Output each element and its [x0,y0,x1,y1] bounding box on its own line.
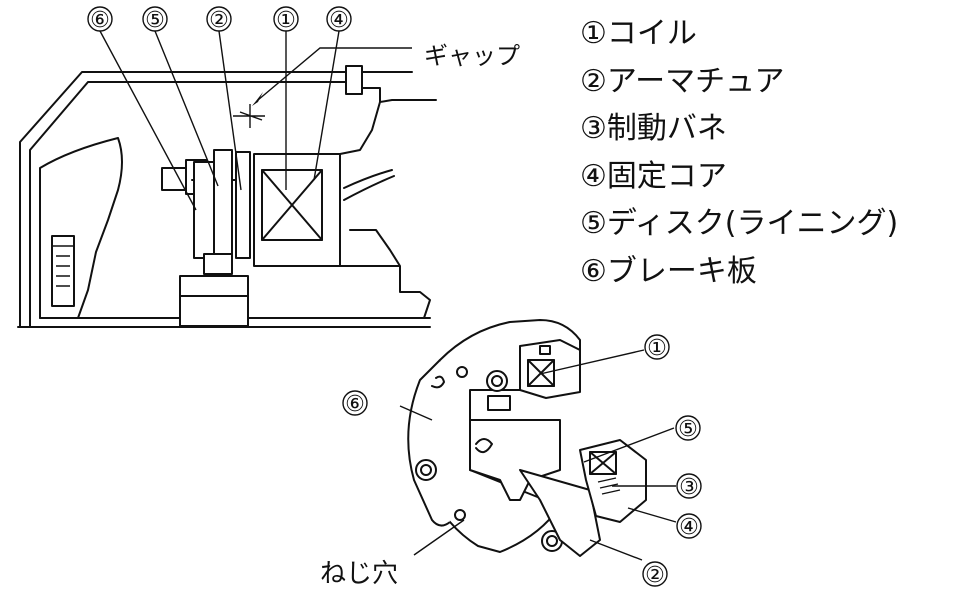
legend-item-fixed-core: ④固定コア [580,153,898,201]
p-callout-4: ④ [679,515,699,540]
legend-label: コイル [606,16,697,51]
legend-label: ディスク(ライニング) [606,206,899,241]
spring [597,477,621,495]
callout-4: ④ [329,8,349,33]
legend-label: アーマチュア [606,63,785,99]
hub [469,419,561,501]
legend-marker: ④ [580,158,607,194]
perspective-callouts: ① ⑥ ⑤ ③ ④ ② [342,334,702,588]
housing-inner [39,137,123,319]
section-view: ⑥ ⑤ ② ① ④ [17,6,437,328]
top-bolt [345,65,363,95]
legend-marker: ① [580,16,607,51]
legend-marker: ⑥ [580,253,607,289]
legend-item-armature: ②アーマチュア [580,58,898,106]
bottom-block [179,275,249,327]
legend-marker: ② [580,63,607,99]
p-callout-5: ⑤ [678,417,698,442]
p-callout-1: ① [647,336,667,361]
legend-marker: ⑤ [580,206,607,241]
p-callout-6: ⑥ [345,392,365,417]
legend-item-disc: ⑤ディスク(ライニング) [580,200,898,248]
legend-marker: ③ [580,111,607,146]
callout-5: ⑤ [145,8,165,33]
legend-label: 固定コア [606,158,727,194]
left-bolt [51,235,75,307]
section-callouts: ⑥ ⑤ ② ① ④ [87,6,352,33]
legend-item-coil: ①コイル [580,10,898,58]
callout-2: ② [209,8,229,33]
legend-label: 制動バネ [606,111,727,146]
callout-1: ① [276,8,296,33]
perspective-view: ① ⑥ ⑤ ③ ④ ② [342,319,702,588]
legend-label: ブレーキ板 [606,253,757,289]
section-leaders [99,30,340,211]
parts-legend: ①コイル ②アーマチュア ③制動バネ ④固定コア ⑤ディスク(ライニング) ⑥ブ… [580,10,898,295]
screw-hole [454,509,466,521]
callout-6: ⑥ [90,8,110,33]
legend-item-brake-plate: ⑥ブレーキ板 [580,248,898,296]
gap-marker [233,104,265,128]
disc [213,149,233,271]
brake-plate [193,161,215,259]
screw-hole-top [456,366,468,378]
legend-item-brake-spring: ③制動バネ [580,105,898,153]
p-callout-2: ② [645,563,665,588]
screw-hole-label: ねじ穴 [320,559,399,589]
housing-outline [19,71,413,328]
perspective-leaders [399,349,677,561]
disc-hub [203,253,233,275]
p-callout-3: ③ [679,475,699,500]
gap-leader [257,47,412,101]
gap-label: ギャップ [424,42,520,70]
